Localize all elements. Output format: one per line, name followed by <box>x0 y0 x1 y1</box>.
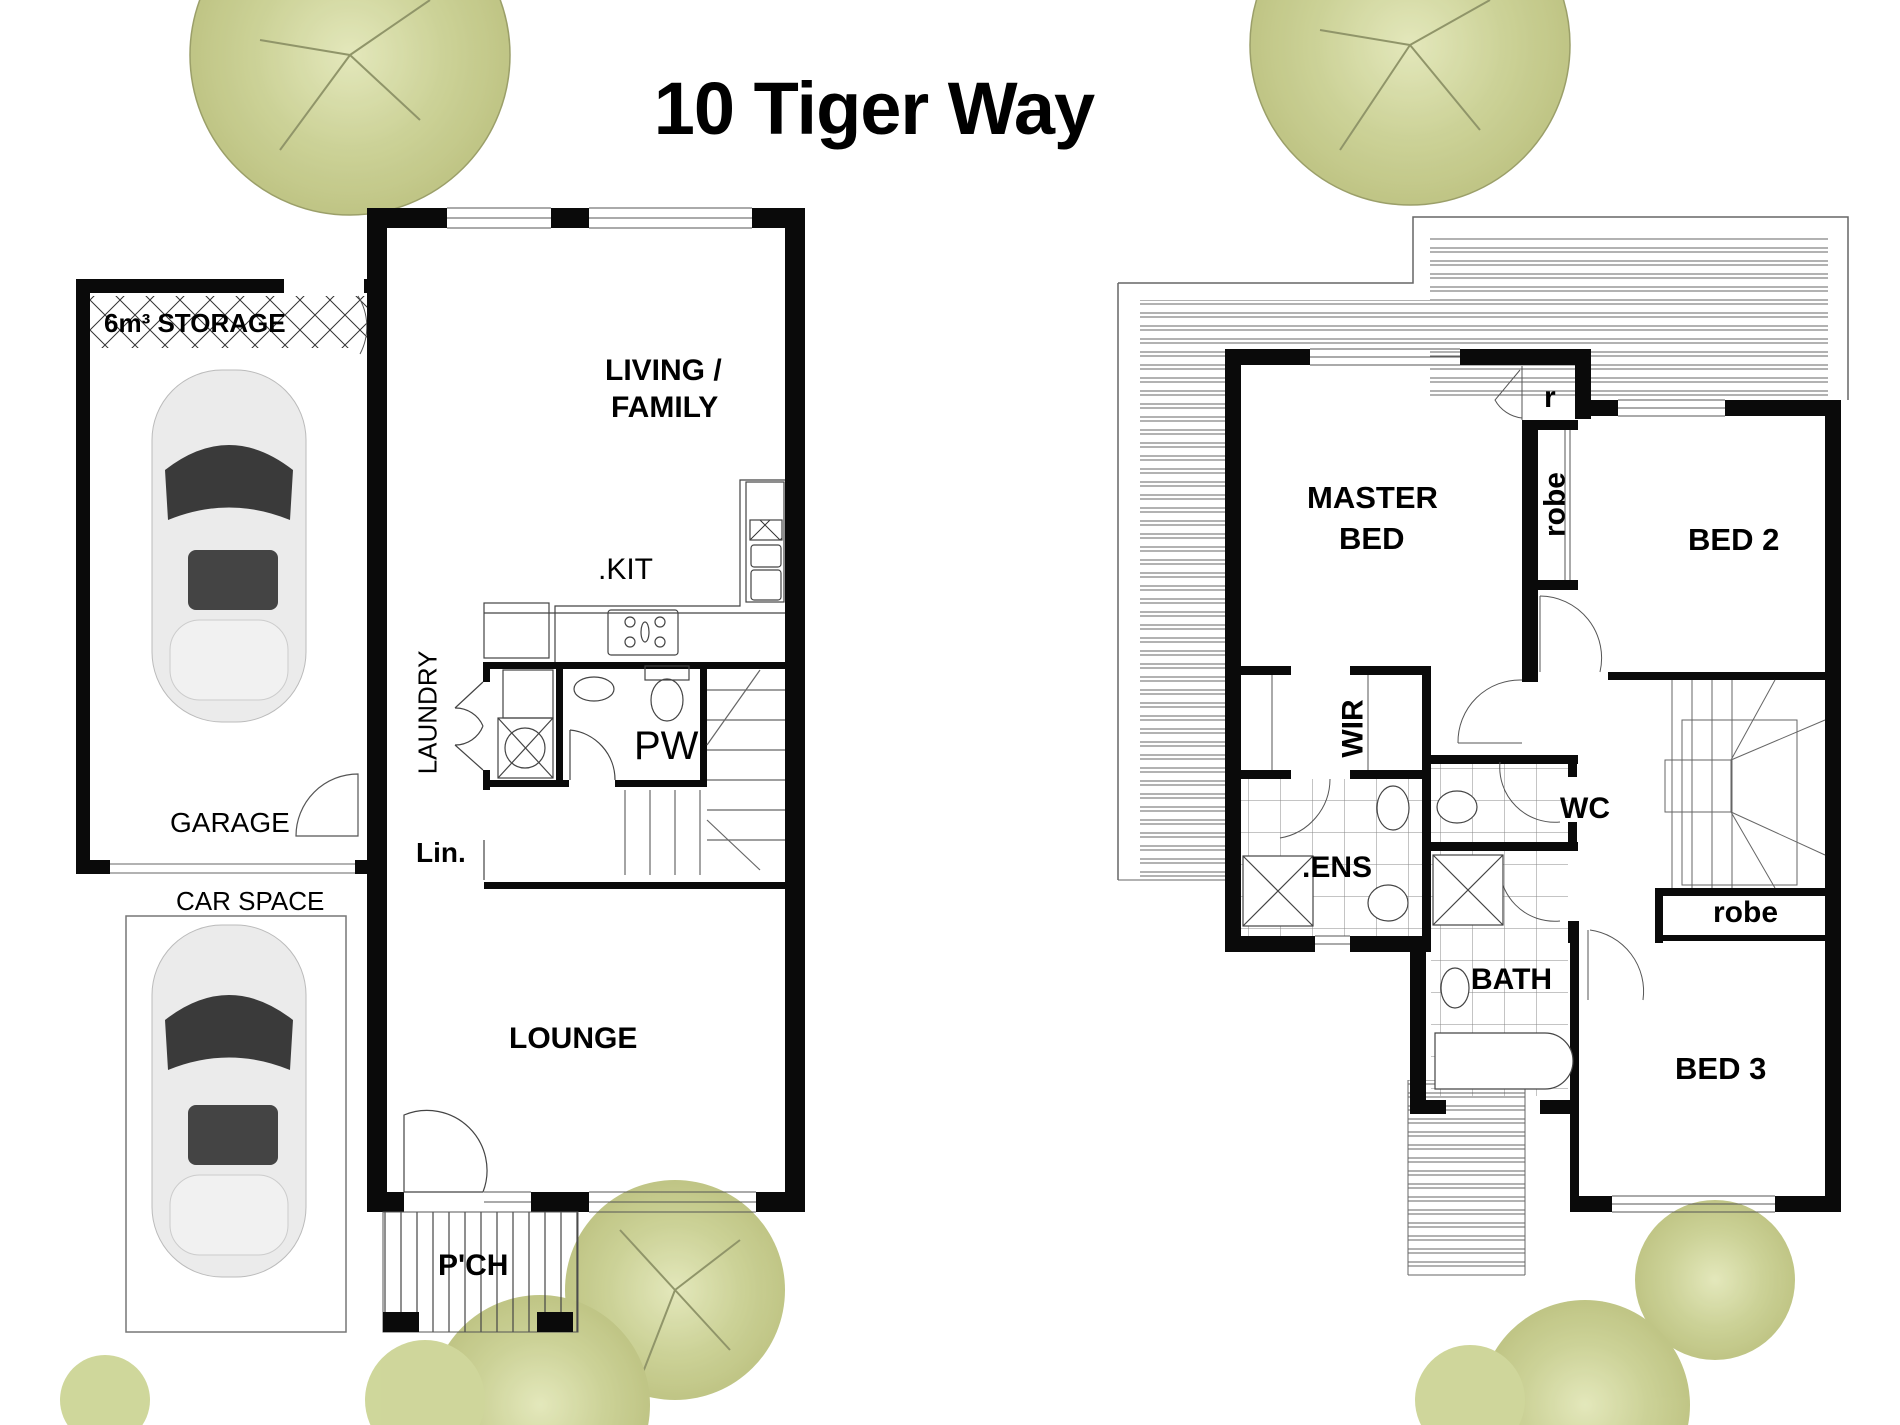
room-label-bed2: BED 2 <box>1688 522 1780 557</box>
room-label-living: LIVING / <box>605 354 722 387</box>
car-icon <box>151 924 307 1278</box>
room-label-wc: WC <box>1560 792 1610 825</box>
room-label-family: FAMILY <box>611 391 719 424</box>
room-label-powder: PW <box>634 724 699 768</box>
property-title: 10 Tiger Way <box>653 67 1095 150</box>
room-label-lounge: LOUNGE <box>509 1022 638 1055</box>
room-label-bath: BATH <box>1471 963 1553 996</box>
tree-icon <box>1415 1200 1795 1425</box>
car-icon <box>151 369 307 723</box>
tree-icon <box>189 0 511 216</box>
room-label-linen: Lin. <box>416 837 466 868</box>
room-label-robe-horizontal: robe <box>1713 896 1779 929</box>
room-label-porch: P'CH <box>438 1249 509 1282</box>
room-label-car-space: CAR SPACE <box>176 886 325 916</box>
room-label-laundry: LAUNDRY <box>412 650 443 775</box>
room-label-ensuite: .ENS <box>1302 851 1373 884</box>
room-label-robe-vertical: robe <box>1538 472 1572 538</box>
room-label-wir: WIR <box>1336 699 1370 758</box>
room-label-master-line1: MASTER <box>1307 480 1438 515</box>
room-label-linen-r: r <box>1544 381 1556 414</box>
room-label-kitchen: .KIT <box>598 553 654 586</box>
room-label-master-line2: BED <box>1339 521 1405 556</box>
room-label-storage: 6m³ STORAGE <box>104 308 286 338</box>
tree-icon <box>1249 0 1571 206</box>
room-label-garage: GARAGE <box>170 807 290 838</box>
room-label-bed3: BED 3 <box>1675 1051 1767 1086</box>
